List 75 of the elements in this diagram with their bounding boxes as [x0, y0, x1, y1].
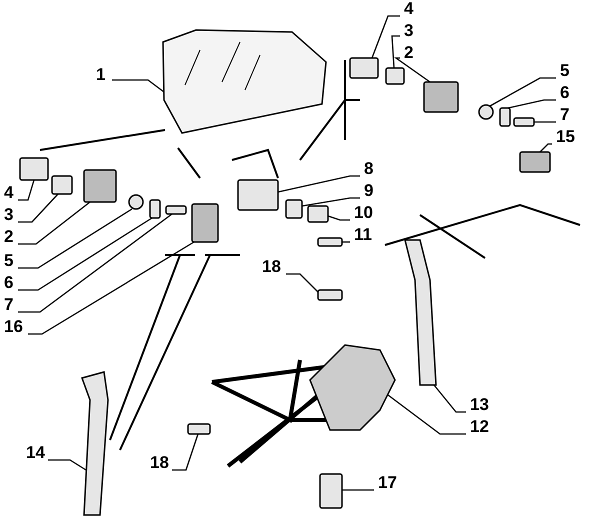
- leader-line: [48, 459, 86, 471]
- bushing-icon: [307, 205, 329, 223]
- leader-line: [18, 194, 58, 223]
- leader-line: [18, 213, 172, 313]
- pad-icon: [385, 67, 405, 85]
- bracket-icon: [499, 107, 511, 127]
- clip-icon: [423, 81, 459, 113]
- callout-number: 14: [26, 444, 45, 462]
- pad-icon: [51, 175, 73, 195]
- callout-number: 5: [4, 252, 14, 270]
- bolt-icon: [513, 117, 535, 127]
- guide-rail-drawing: [81, 371, 109, 516]
- leader-line: [172, 434, 199, 471]
- callout-number: 13: [470, 396, 489, 414]
- leader-line: [18, 208, 132, 269]
- leader-line: [490, 77, 556, 107]
- callout-number: 10: [354, 204, 373, 222]
- leader-line: [18, 201, 90, 245]
- window-glass-drawing: [162, 29, 327, 134]
- callout-number: 2: [404, 44, 414, 62]
- leader-line: [391, 35, 400, 68]
- leader-line: [342, 489, 374, 491]
- leader-line: [371, 15, 400, 58]
- leader-line: [534, 121, 556, 123]
- callout-number: 3: [404, 22, 414, 40]
- clip-icon: [519, 151, 551, 173]
- callout-number: 18: [262, 258, 281, 276]
- leader-line: [328, 215, 350, 221]
- leader-line: [18, 180, 35, 201]
- callout-number: 9: [364, 182, 374, 200]
- bolt-icon: [187, 423, 211, 435]
- window-regulator-drawing: [210, 344, 396, 468]
- bracket-icon: [149, 199, 161, 219]
- leader-line: [508, 99, 556, 109]
- leader-line: [286, 273, 318, 292]
- leader-line: [302, 197, 360, 207]
- washer-icon: [478, 104, 494, 120]
- callout-number: 4: [404, 0, 414, 18]
- leader-line: [540, 143, 552, 152]
- guide-rail-drawing: [404, 239, 437, 386]
- callout-number: 7: [4, 296, 14, 314]
- leader-line: [18, 217, 152, 291]
- callout-number: 11: [354, 226, 372, 244]
- callout-number: 1: [96, 66, 106, 84]
- callout-number: 8: [364, 160, 374, 178]
- callout-number: 18: [150, 454, 169, 472]
- clip-icon: [83, 169, 117, 203]
- callout-number: 16: [4, 318, 23, 336]
- leader-line: [342, 241, 350, 243]
- callout-number: 15: [556, 128, 575, 146]
- callout-number: 4: [4, 184, 14, 202]
- callout-number: 12: [470, 418, 489, 436]
- callout-number: 17: [378, 474, 397, 492]
- leader-line: [28, 241, 194, 335]
- bolt-icon: [165, 205, 187, 215]
- callout-number: 2: [4, 228, 14, 246]
- washer-icon: [128, 194, 144, 210]
- clip-icon: [19, 157, 49, 181]
- callout-number: 6: [4, 274, 14, 292]
- leader-line: [434, 384, 466, 413]
- callout-number: 7: [560, 106, 570, 124]
- bolt-icon: [317, 289, 343, 301]
- callout-number: 5: [560, 62, 570, 80]
- leader-line: [388, 394, 466, 435]
- clip-icon: [319, 473, 343, 509]
- callout-number: 3: [4, 206, 14, 224]
- clip-icon: [349, 57, 379, 79]
- callout-number: 6: [560, 84, 570, 102]
- leader-line: [112, 79, 164, 93]
- clip-icon: [237, 179, 279, 211]
- clip-icon: [191, 203, 219, 243]
- leader-line: [394, 57, 430, 83]
- bolt-icon: [317, 237, 343, 247]
- leader-line: [278, 175, 360, 193]
- pad-icon: [285, 199, 303, 219]
